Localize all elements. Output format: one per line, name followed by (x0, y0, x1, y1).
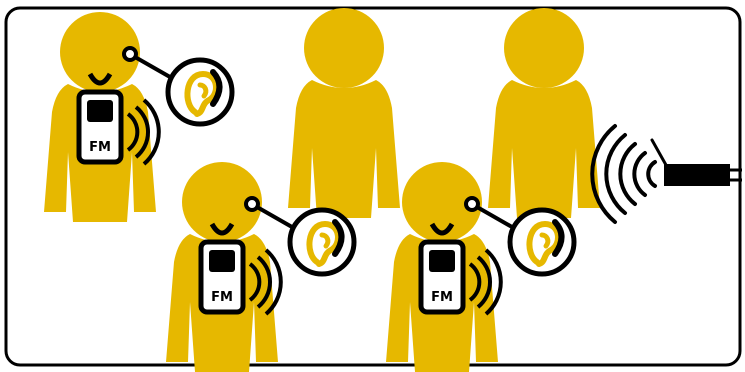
fm-receiver-label: FM (89, 140, 111, 155)
fm-receiver-label: FM (431, 290, 453, 305)
fm-receiver-label: FM (211, 290, 233, 305)
